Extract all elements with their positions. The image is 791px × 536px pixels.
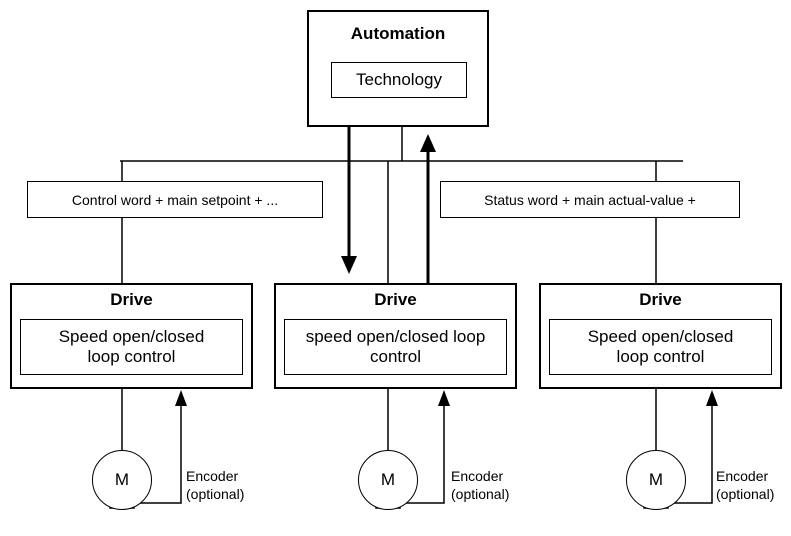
automation-box: Automation Technology bbox=[307, 10, 489, 127]
speed-control-box-2: speed open/closed loop control bbox=[284, 319, 507, 375]
encoder-label-1: Encoder (optional) bbox=[186, 468, 245, 502]
speed-control-box-1: Speed open/closed loop control bbox=[20, 319, 243, 375]
drive-box-2: Drive speed open/closed loop control bbox=[274, 283, 517, 389]
encoder-label-2: Encoder (optional) bbox=[451, 468, 510, 502]
encoder-label-3: Encoder (optional) bbox=[716, 468, 775, 502]
automation-title: Automation bbox=[350, 24, 446, 43]
drive-box-3: Drive Speed open/closed loop control bbox=[539, 283, 782, 389]
encoder-arrowhead-3 bbox=[706, 390, 718, 406]
encoder-arrowhead-1 bbox=[175, 390, 187, 406]
drive-title-3: Drive bbox=[639, 290, 682, 309]
encoder-feedback-2 bbox=[394, 406, 445, 504]
drive-title-1: Drive bbox=[110, 290, 153, 309]
control-word-label: Control word + main setpoint + ... bbox=[27, 181, 323, 218]
motor-2: M bbox=[358, 450, 418, 510]
setpoint-arrowhead bbox=[341, 256, 357, 274]
motor-3: M bbox=[626, 450, 686, 510]
status-word-label: Status word + main actual-value + bbox=[440, 181, 740, 218]
actual-value-arrowhead bbox=[420, 134, 436, 152]
motor-1: M bbox=[92, 450, 152, 510]
encoder-feedback-1 bbox=[128, 406, 182, 504]
speed-control-box-3: Speed open/closed loop control bbox=[549, 319, 772, 375]
encoder-feedback-3 bbox=[662, 406, 713, 504]
encoder-arrowhead-2 bbox=[438, 390, 450, 406]
technology-box: Technology bbox=[331, 62, 467, 98]
drive-box-1: Drive Speed open/closed loop control bbox=[10, 283, 253, 389]
drive-title-2: Drive bbox=[374, 290, 417, 309]
